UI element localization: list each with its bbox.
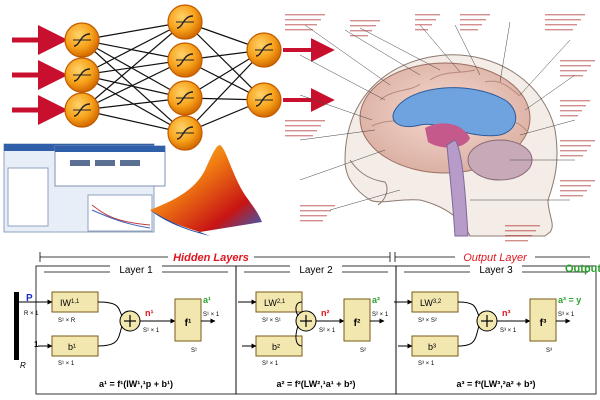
- transfer-function-box: [174, 298, 202, 342]
- neuron-node: [167, 42, 203, 78]
- weight-label: LW2,1: [264, 298, 286, 308]
- transfer-function-box: [529, 298, 557, 342]
- bias-dim: S² × 1: [262, 361, 279, 367]
- network-connection: [81, 59, 186, 111]
- neuron-node: [246, 32, 282, 68]
- network-block-diagram: Hidden Layers Output Layer Layer 1 Layer …: [14, 250, 600, 395]
- bias-label: b¹: [68, 342, 76, 352]
- net-input-dim: S³ × 1: [500, 328, 517, 334]
- transfer-function-dim: S²: [360, 348, 366, 354]
- layer-title: Layer 3: [479, 265, 513, 276]
- input-one-label: 1: [34, 340, 39, 349]
- network-connection: [81, 21, 186, 76]
- net-input-dim: S² × 1: [319, 328, 336, 334]
- layer-equation: a³ = f³(LW³,²a² + b³): [457, 379, 536, 389]
- software-screenshots: [3, 143, 166, 233]
- output-layer-label: Output Layer: [463, 252, 528, 264]
- layer-3-block: LW3,2 S³ × S² b³ S³ × 1 n³ S³ × 1 f³ S³ a³ = y S³…: [394, 291, 581, 389]
- network-connection: [184, 21, 265, 101]
- hidden-layers-label: Hidden Layers: [173, 252, 249, 264]
- brain-anatomy-illustration: [285, 14, 595, 242]
- input-p-label: P: [26, 293, 33, 304]
- network-connection: [184, 49, 265, 134]
- network-connection: [81, 39, 186, 99]
- transfer-function-label: f³: [540, 318, 547, 329]
- neuron-node: [167, 115, 203, 151]
- weight-label: LW3,2: [420, 298, 442, 308]
- input-vector-bar: [14, 292, 19, 360]
- output-label: Output: [565, 263, 600, 275]
- neuron-node: [64, 22, 100, 58]
- input-arrows: [12, 25, 68, 125]
- bias-label: b³: [428, 342, 436, 352]
- neuron-node: [167, 80, 203, 116]
- network-connections: [81, 21, 265, 134]
- transfer-function-dim: S³: [546, 348, 552, 354]
- output-arrows: [283, 38, 335, 112]
- bias-dim: S³ × 1: [418, 361, 435, 367]
- layer-equation: a² = f²(LW²,¹a¹ + b²): [277, 379, 356, 389]
- input-R-label: R: [20, 361, 26, 370]
- layer-output-dim: S³ × 1: [558, 312, 575, 318]
- neuron-node: [246, 82, 282, 118]
- layer-1-block: IW1,1 S¹ × R b¹ S¹ × 1 n¹ S¹ × 1 f¹ S¹ a¹ S¹ × 1 a…: [19, 291, 220, 389]
- input-dim-label: R × 1: [24, 311, 39, 317]
- layer-2-block: LW2,1 S² × S¹ b² S² × 1 n² S² × 1 f² S² a² S² × 1…: [238, 291, 389, 389]
- net-input-dim: S¹ × 1: [143, 328, 160, 334]
- layer-title: Layer 1: [119, 265, 153, 276]
- net-input-label: n¹: [145, 308, 154, 318]
- weight-dim: S² × S¹: [262, 318, 281, 324]
- net-input-label: n³: [502, 308, 511, 318]
- layer-equation: a¹ = f¹(IW¹,¹p + b¹): [99, 379, 173, 389]
- network-connection: [81, 21, 186, 111]
- weight-label: IW1,1: [60, 298, 80, 308]
- bias-dim: S¹ × 1: [58, 361, 75, 367]
- neuron-node: [64, 92, 100, 128]
- layer-output-label: a²: [372, 295, 380, 305]
- layer-1-frame: [35, 265, 237, 395]
- neuron-node: [167, 4, 203, 40]
- layer-output-label: a¹: [203, 295, 211, 305]
- bias-label: b²: [272, 342, 280, 352]
- corpus-callosum: [392, 87, 517, 137]
- layer-3-frame: [395, 265, 597, 395]
- layer-2-frame: [235, 265, 397, 395]
- transfer-function-label: f²: [354, 318, 361, 329]
- layer-output-label: a³ = y: [558, 295, 581, 305]
- neuron-node: [64, 57, 100, 93]
- neural-network-illustration: [12, 4, 335, 151]
- surface-plot-logo: [150, 145, 262, 236]
- weight-dim: S¹ × R: [58, 318, 76, 324]
- layer-title: Layer 2: [299, 265, 333, 276]
- brainstem: [446, 139, 469, 237]
- weight-dim: S³ × S²: [418, 318, 437, 324]
- network-neurons: [64, 4, 282, 151]
- layer-output-dim: S¹ × 1: [203, 312, 220, 318]
- transfer-function-dim: S¹: [191, 348, 197, 354]
- net-input-label: n²: [321, 308, 330, 318]
- layer-output-dim: S² × 1: [372, 312, 389, 318]
- transfer-function-label: f¹: [185, 318, 192, 329]
- thalamus-region: [425, 123, 470, 148]
- transfer-function-box: [343, 298, 371, 342]
